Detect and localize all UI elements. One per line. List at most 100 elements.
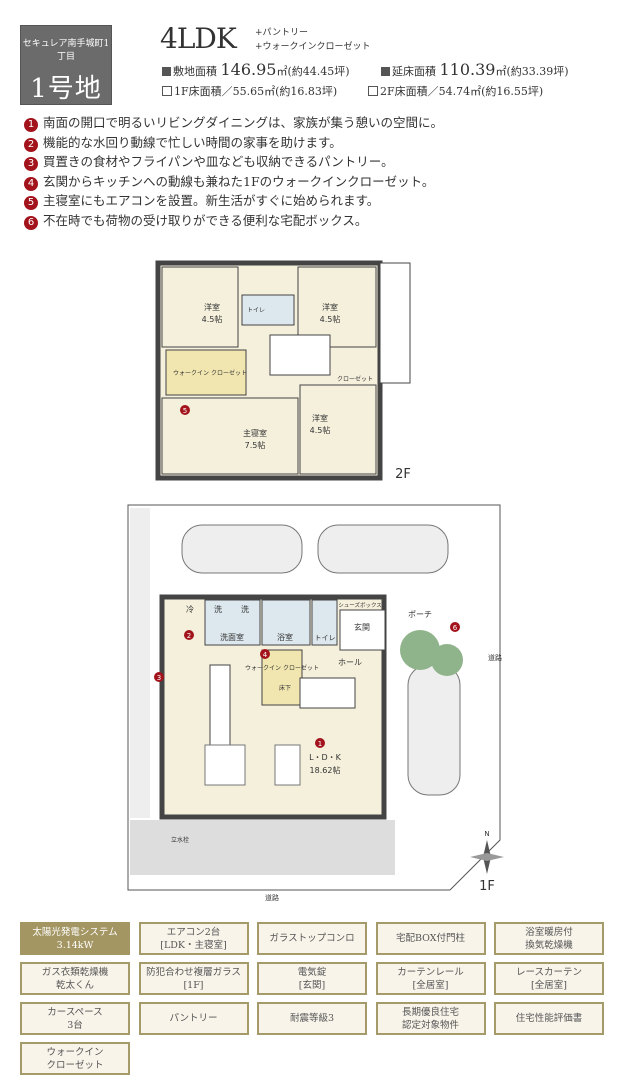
- equipment-item: エアコン2台 [LDK・主寝室]: [138, 922, 249, 955]
- label: ウォークイン クローゼット: [173, 369, 247, 377]
- square-outline-icon: [162, 86, 172, 96]
- stairs-1f: [299, 677, 356, 709]
- feature-item: 3 買置きの食材やフライパンや皿なども収納できるパントリー。: [24, 152, 443, 172]
- label: L・D・K: [309, 753, 342, 762]
- room-2f-3: [299, 384, 377, 475]
- feature-text: 主寝室にもエアコンを設置。新生活がすぐに始められます。: [43, 193, 380, 209]
- equipment-item: 住宅性能評価書: [494, 1002, 604, 1035]
- wic-1f: [261, 649, 303, 706]
- equipment-item: カースペース 3台: [20, 1002, 130, 1035]
- toilet-1f: [311, 599, 338, 646]
- square-outline-icon: [368, 86, 378, 96]
- square-icon: [381, 67, 390, 76]
- label: 洗面室: [220, 632, 244, 642]
- project-name: セキュレア南手城町1丁目: [22, 39, 110, 62]
- label: 洗: [214, 604, 222, 614]
- markers-1f: 1 2 3 4 6: [154, 622, 460, 748]
- number-badge: 5: [24, 196, 38, 211]
- floor-label-1f: 1F: [479, 879, 495, 894]
- floor-label-2f: 2F: [395, 467, 411, 482]
- number-badge: 3: [24, 157, 38, 172]
- label: トイレ: [247, 307, 265, 314]
- label: 主寝室: [243, 428, 267, 438]
- label: 立水栓: [171, 836, 189, 844]
- plan-1f: [127, 504, 501, 891]
- f2-area-text: 2F床面積／54.74㎡(約16.55坪): [380, 85, 544, 98]
- equipment-item: 宅配BOX付門柱: [375, 922, 486, 955]
- label: トイレ: [315, 634, 336, 642]
- label: 4.5帖: [320, 314, 341, 324]
- label: 冷: [186, 604, 194, 614]
- label: 洗: [241, 604, 249, 614]
- label: 4.5帖: [310, 425, 331, 435]
- north-label: N: [484, 830, 489, 838]
- site-area-value: 146.95: [220, 60, 277, 79]
- f1-area-text: 1F床面積／55.65㎡(約16.83坪): [174, 85, 338, 98]
- label: 洋室: [322, 302, 338, 312]
- number-badge: 2: [24, 137, 38, 152]
- label: シューズボックス: [338, 601, 382, 609]
- label: 洋室: [204, 302, 220, 312]
- layout-extras: +パントリー +ウォークインクローゼット: [255, 26, 371, 54]
- label: 4.5帖: [202, 314, 223, 324]
- floor-area-label: 延床面積: [392, 65, 436, 78]
- label: ウォークイン クローゼット: [245, 664, 319, 672]
- svg-text:2: 2: [187, 632, 191, 640]
- label: 床下: [279, 684, 291, 692]
- extra-pantry: +パントリー: [255, 28, 308, 38]
- site-area: 敷地面積 146.95㎡(約44.45坪): [162, 60, 350, 79]
- equipment-item: 長期優良住宅 認定対象物件: [375, 1002, 486, 1035]
- feature-text: 買置きの食材やフライパンや皿なども収納できるパントリー。: [43, 154, 394, 170]
- extra-wic: +ウォークインクローゼット: [255, 42, 371, 52]
- svg-text:3: 3: [157, 674, 161, 682]
- label: ホール: [338, 658, 362, 667]
- sofa: [274, 744, 301, 786]
- feature-text: 玄関からキッチンへの動線も兼ねた1Fのウォークインクローゼット。: [43, 173, 435, 189]
- label: ポーチ: [408, 610, 432, 619]
- feature-text: 不在時でも荷物の受け取りができる便利な宅配ボックス。: [43, 212, 368, 228]
- feature-item: 6 不在時でも荷物の受け取りができる便利な宅配ボックス。: [24, 211, 443, 231]
- label: 道路: [265, 893, 279, 902]
- number-badge: 6: [24, 215, 38, 230]
- equipment-item: ガラストップコンロ: [257, 922, 367, 955]
- gravel-strip: [130, 508, 150, 818]
- wic-2f: [165, 349, 247, 396]
- equipment-item: パントリー: [138, 1002, 249, 1035]
- site-area-sub: ㎡(約44.45坪): [276, 65, 350, 78]
- svg-text:4: 4: [263, 651, 268, 659]
- entrance: [339, 609, 386, 651]
- label: 道路: [488, 653, 502, 662]
- site-area-label: 敷地面積: [173, 65, 217, 78]
- balcony: [379, 262, 411, 384]
- svg-text:1: 1: [318, 740, 322, 748]
- stairs-2f: [269, 334, 331, 376]
- equipment-item: 浴室暖房付 換気乾燥機: [494, 922, 604, 955]
- washroom: [204, 599, 261, 646]
- square-icon: [162, 67, 171, 76]
- label: 洋室: [312, 413, 328, 423]
- svg-text:5: 5: [183, 407, 187, 415]
- toilet-2f: [241, 294, 295, 326]
- room-2f-1: [161, 266, 239, 348]
- f2-area: 2F床面積／54.74㎡(約16.55坪): [368, 83, 543, 99]
- shrubs: [400, 630, 440, 670]
- number-badge: 4: [24, 176, 38, 191]
- floor-area-value: 110.39: [439, 60, 496, 79]
- floor-area: 延床面積 110.39㎡(約33.39坪): [381, 60, 569, 79]
- label: 18.62帖: [310, 765, 341, 775]
- bathroom: [261, 599, 311, 646]
- cars: [181, 524, 461, 796]
- equipment-item: 防犯合わせ複層ガラス [1F]: [138, 962, 249, 995]
- lot-number: 1号地: [30, 74, 102, 104]
- room-2f-2: [297, 266, 377, 348]
- svg-text:6: 6: [453, 624, 458, 632]
- layout-type: 4LDK: [160, 22, 237, 55]
- equipment-item: レースカーテン [全居室]: [494, 962, 604, 995]
- equipment-item: ウォークイン クローゼット: [20, 1042, 130, 1075]
- feature-item: 5 主寝室にもエアコンを設置。新生活がすぐに始められます。: [24, 191, 443, 211]
- f1-area: 1F床面積／55.65㎡(約16.83坪): [162, 83, 337, 99]
- label: 7.5帖: [245, 440, 266, 450]
- equipment-item: 耐震等級3: [257, 1002, 367, 1035]
